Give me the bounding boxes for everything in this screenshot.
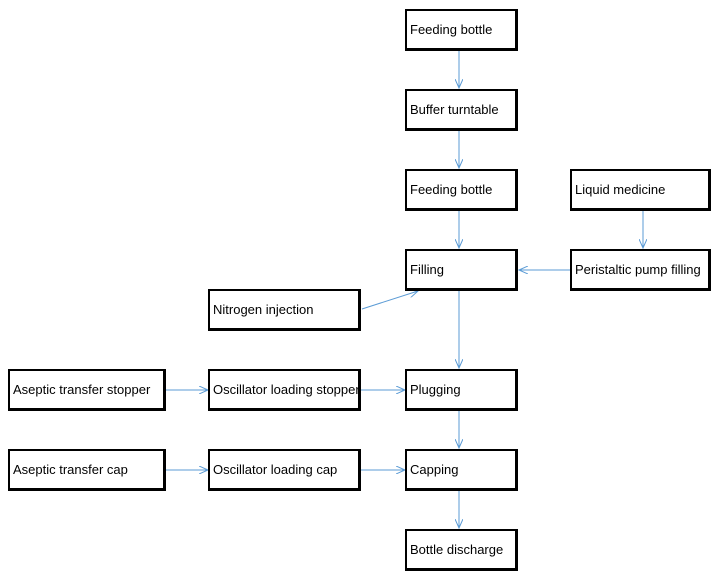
node-peristaltic-pump-filling: Peristaltic pump filling	[570, 249, 711, 291]
node-label: Aseptic transfer stopper	[13, 382, 151, 397]
node-label: Feeding bottle	[410, 22, 493, 37]
node-buffer-turntable: Buffer turntable	[405, 89, 518, 131]
node-liquid-medicine: Liquid medicine	[570, 169, 711, 211]
node-label: Aseptic transfer cap	[13, 462, 128, 477]
node-label: Liquid medicine	[575, 182, 666, 197]
node-aseptic-transfer-stopper: Aseptic transfer stopper	[8, 369, 166, 411]
node-label: Bottle discharge	[410, 542, 504, 557]
node-label: Plugging	[410, 382, 461, 397]
node-feeding-bottle-second: Feeding bottle	[405, 169, 518, 211]
node-label: Peristaltic pump filling	[575, 262, 701, 277]
node-bottle-discharge: Bottle discharge	[405, 529, 518, 571]
node-plugging: Plugging	[405, 369, 518, 411]
node-label: Oscillator loading stopper	[213, 382, 360, 397]
node-nitrogen-injection: Nitrogen injection	[208, 289, 361, 331]
arrow-nitrogen-injection-to-filling	[361, 291, 418, 310]
node-oscillator-loading-cap: Oscillator loading cap	[208, 449, 361, 491]
node-label: Feeding bottle	[410, 182, 493, 197]
node-filling: Filling	[405, 249, 518, 291]
node-oscillator-loading-stopper: Oscillator loading stopper	[208, 369, 361, 411]
node-label: Oscillator loading cap	[213, 462, 338, 477]
node-label: Filling	[410, 262, 444, 277]
node-label: Capping	[410, 462, 459, 477]
node-feeding-bottle-top: Feeding bottle	[405, 9, 518, 51]
node-label: Buffer turntable	[410, 102, 499, 117]
node-capping: Capping	[405, 449, 518, 491]
node-label: Nitrogen injection	[213, 302, 314, 317]
node-aseptic-transfer-cap: Aseptic transfer cap	[8, 449, 166, 491]
